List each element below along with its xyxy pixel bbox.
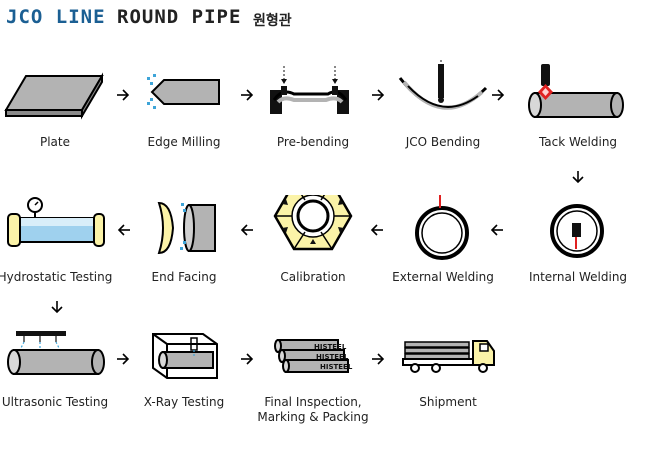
product-title: ROUND PIPE — [117, 6, 242, 28]
arrow-down-icon — [572, 171, 584, 184]
arrow-right-icon — [117, 353, 130, 365]
step-label: Plate — [39, 135, 70, 149]
step-hydrostatic-testing: Hydrostatic Testing — [0, 195, 120, 295]
arrow-left-icon — [490, 224, 503, 236]
step-ultrasonic-testing: Ultrasonic Testing — [0, 322, 120, 422]
step-label: Shipment — [419, 395, 477, 409]
step-pre-bending: Pre-bending — [248, 60, 378, 160]
step-label: Pre-bending — [276, 135, 350, 149]
step-label: End Facing — [151, 270, 217, 284]
calibration-icon — [273, 195, 353, 251]
line-title: JCO LINE — [6, 6, 106, 28]
step-jco-bending: JCO Bending — [378, 60, 508, 160]
arrow-left-icon — [370, 224, 383, 236]
arrow-right-icon — [117, 89, 130, 101]
arrow-right-icon — [241, 89, 254, 101]
arrow-left-icon — [240, 224, 253, 236]
step-shipment: Shipment — [383, 322, 513, 422]
step-label: External Welding — [392, 270, 494, 284]
step-edge-milling: Edge Milling — [119, 60, 249, 160]
step-label: Ultrasonic Testing — [1, 395, 109, 409]
step-label-line1: Final Inspection, — [264, 395, 362, 409]
pre-bending-icon — [270, 66, 349, 114]
step-xray-testing: X-Ray Testing — [119, 322, 249, 422]
pipe-bundle-icon: HISTEEL HISTEEL HISTEEL — [274, 339, 353, 373]
internal-welding-icon — [550, 204, 604, 258]
arrow-down-icon — [51, 301, 63, 314]
step-label: Edge Milling — [147, 135, 221, 149]
step-end-facing: End Facing — [119, 195, 249, 295]
jco-bending-icon — [398, 60, 488, 110]
step-calibration: Calibration — [248, 195, 378, 295]
step-plate: Plate — [0, 60, 120, 160]
arrow-left-icon — [117, 224, 130, 236]
tack-welding-icon — [528, 64, 624, 118]
arrow-right-icon — [372, 353, 385, 365]
external-welding-icon — [415, 195, 469, 260]
step-label: Tack Welding — [538, 135, 618, 149]
arrow-right-icon — [241, 353, 254, 365]
step-label-line2: Marking & Packing — [257, 410, 369, 424]
step-label: Hydrostatic Testing — [0, 270, 113, 284]
korean-title: 원형관 — [253, 13, 292, 29]
xray-testing-icon — [152, 333, 218, 379]
step-external-welding: External Welding — [378, 195, 508, 295]
plate-icon — [4, 72, 104, 120]
step-label: Calibration — [280, 270, 346, 284]
step-tack-welding: Tack Welding — [513, 60, 643, 160]
marking-text: HISTEEL — [314, 343, 347, 351]
arrow-right-icon — [492, 89, 505, 101]
step-label: X-Ray Testing — [143, 395, 225, 409]
marking-text: HISTEEL — [316, 353, 349, 361]
step-final-inspection: HISTEEL HISTEEL HISTEEL Final Inspection… — [248, 322, 378, 432]
marking-text: HISTEEL — [320, 363, 353, 371]
truck-icon — [402, 340, 495, 373]
hydrostatic-testing-icon — [7, 197, 105, 247]
end-facing-icon — [157, 201, 216, 255]
step-internal-welding: Internal Welding — [513, 195, 643, 295]
edge-milling-icon — [147, 74, 220, 109]
arrow-right-icon — [372, 89, 385, 101]
step-label: JCO Bending — [405, 135, 481, 149]
ultrasonic-testing-icon — [7, 331, 105, 375]
step-label: Internal Welding — [528, 270, 628, 284]
